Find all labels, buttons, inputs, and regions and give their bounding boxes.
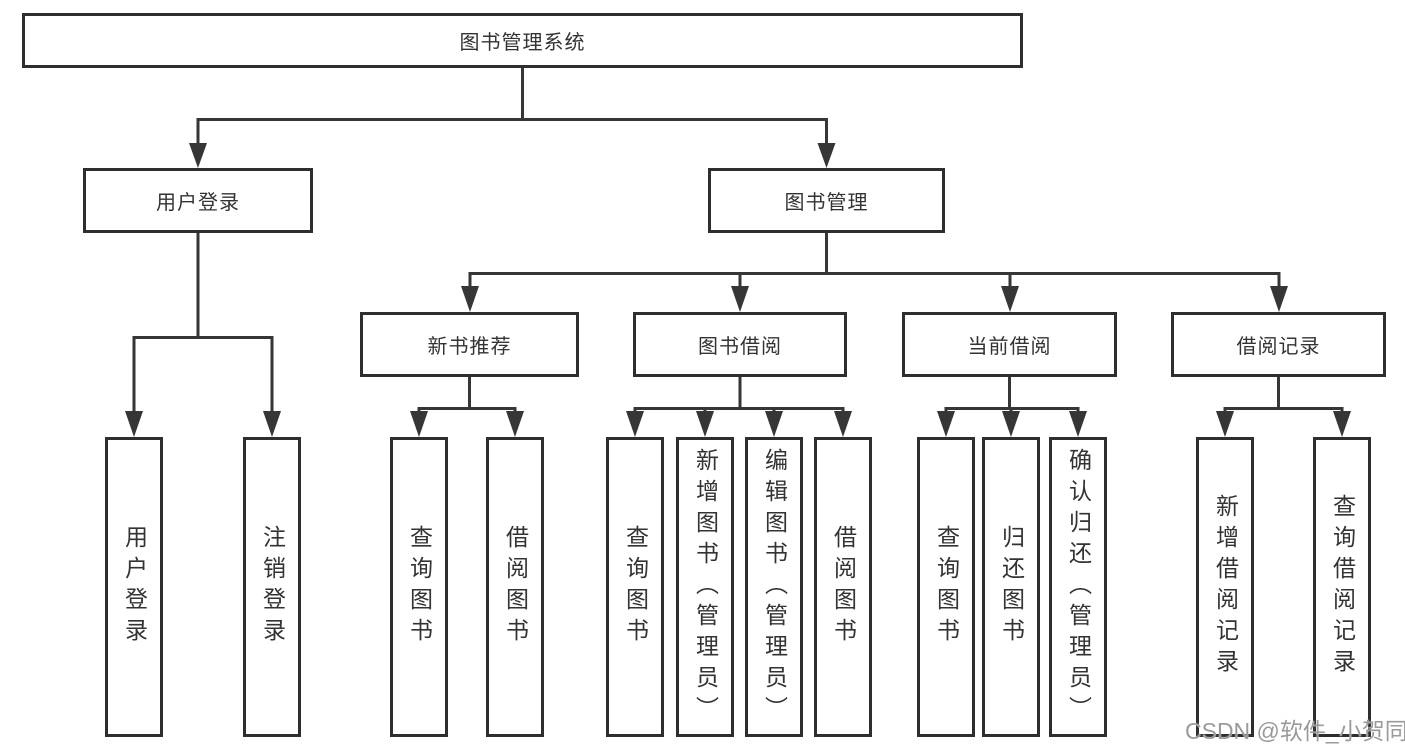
connector-book-borrowing-to-children [626,377,852,437]
connector-book-management-to-level3 [461,233,1288,312]
leaf-borrowing-edit-books-admin: 编辑图书（管理员） [745,437,803,737]
node-current-borrowing: 当前借阅 [902,312,1117,377]
leaf-logout-label: 注销登录 [259,525,286,649]
leaf-user-login-label: 用户登录 [121,525,148,649]
connector-borrowing-records-to-children [1216,377,1351,437]
leaf-recommend-query-books: 查询图书 [390,437,448,737]
connector-current-borrowing-to-children [937,377,1087,437]
leaf-user-login: 用户登录 [105,437,163,737]
leaf-recommend-borrow-books-label: 借阅图书 [502,525,529,649]
leaf-borrowing-add-books-admin: 新增图书（管理员） [676,437,734,737]
node-user-login-label: 用户登录 [156,192,240,214]
connector-user-login-to-children [125,233,281,437]
leaf-current-query-books: 查询图书 [917,437,975,737]
node-book-borrowing-label: 图书借阅 [698,336,782,358]
node-new-book-recommend-label: 新书推荐 [427,336,512,358]
node-library-management-system: 图书管理系统 [22,13,1023,68]
leaf-recommend-query-books-label: 查询图书 [406,525,433,649]
node-borrowing-records-label: 借阅记录 [1236,336,1321,358]
leaf-borrowing-borrow-books: 借阅图书 [814,437,872,737]
leaf-current-confirm-return-admin-label: 确认归还（管理员） [1065,447,1092,727]
node-new-book-recommend: 新书推荐 [360,312,579,377]
leaf-recommend-borrow-books: 借阅图书 [486,437,544,737]
node-book-management: 图书管理 [708,168,945,233]
leaf-current-return-books: 归还图书 [982,437,1040,737]
leaf-records-add-record: 新增借阅记录 [1196,437,1254,737]
leaf-borrowing-query-books: 查询图书 [606,437,664,737]
node-borrowing-records: 借阅记录 [1171,312,1386,377]
leaf-current-query-books-label: 查询图书 [933,525,960,649]
leaf-borrowing-borrow-books-label: 借阅图书 [830,525,857,649]
leaf-records-query-record: 查询借阅记录 [1313,437,1371,737]
leaf-records-query-record-label: 查询借阅记录 [1329,494,1356,680]
leaf-records-add-record-label: 新增借阅记录 [1212,494,1239,680]
leaf-logout: 注销登录 [243,437,301,737]
csdn-watermark: CSDN @软件_小贺同学 [1185,718,1405,744]
connector-new-book-recommend-to-children [410,377,524,437]
node-library-management-system-label: 图书管理系统 [459,32,586,54]
leaf-borrowing-edit-books-admin-label: 编辑图书（管理员） [761,447,788,727]
connector-root-to-level2 [189,68,836,168]
leaf-borrowing-query-books-label: 查询图书 [622,525,649,649]
leaf-current-return-books-label: 归还图书 [998,525,1025,649]
leaf-borrowing-add-books-admin-label: 新增图书（管理员） [692,447,719,727]
node-current-borrowing-label: 当前借阅 [967,336,1052,358]
node-user-login: 用户登录 [83,168,313,233]
node-book-borrowing: 图书借阅 [633,312,847,377]
node-book-management-label: 图书管理 [784,192,869,214]
leaf-current-confirm-return-admin: 确认归还（管理员） [1049,437,1107,737]
